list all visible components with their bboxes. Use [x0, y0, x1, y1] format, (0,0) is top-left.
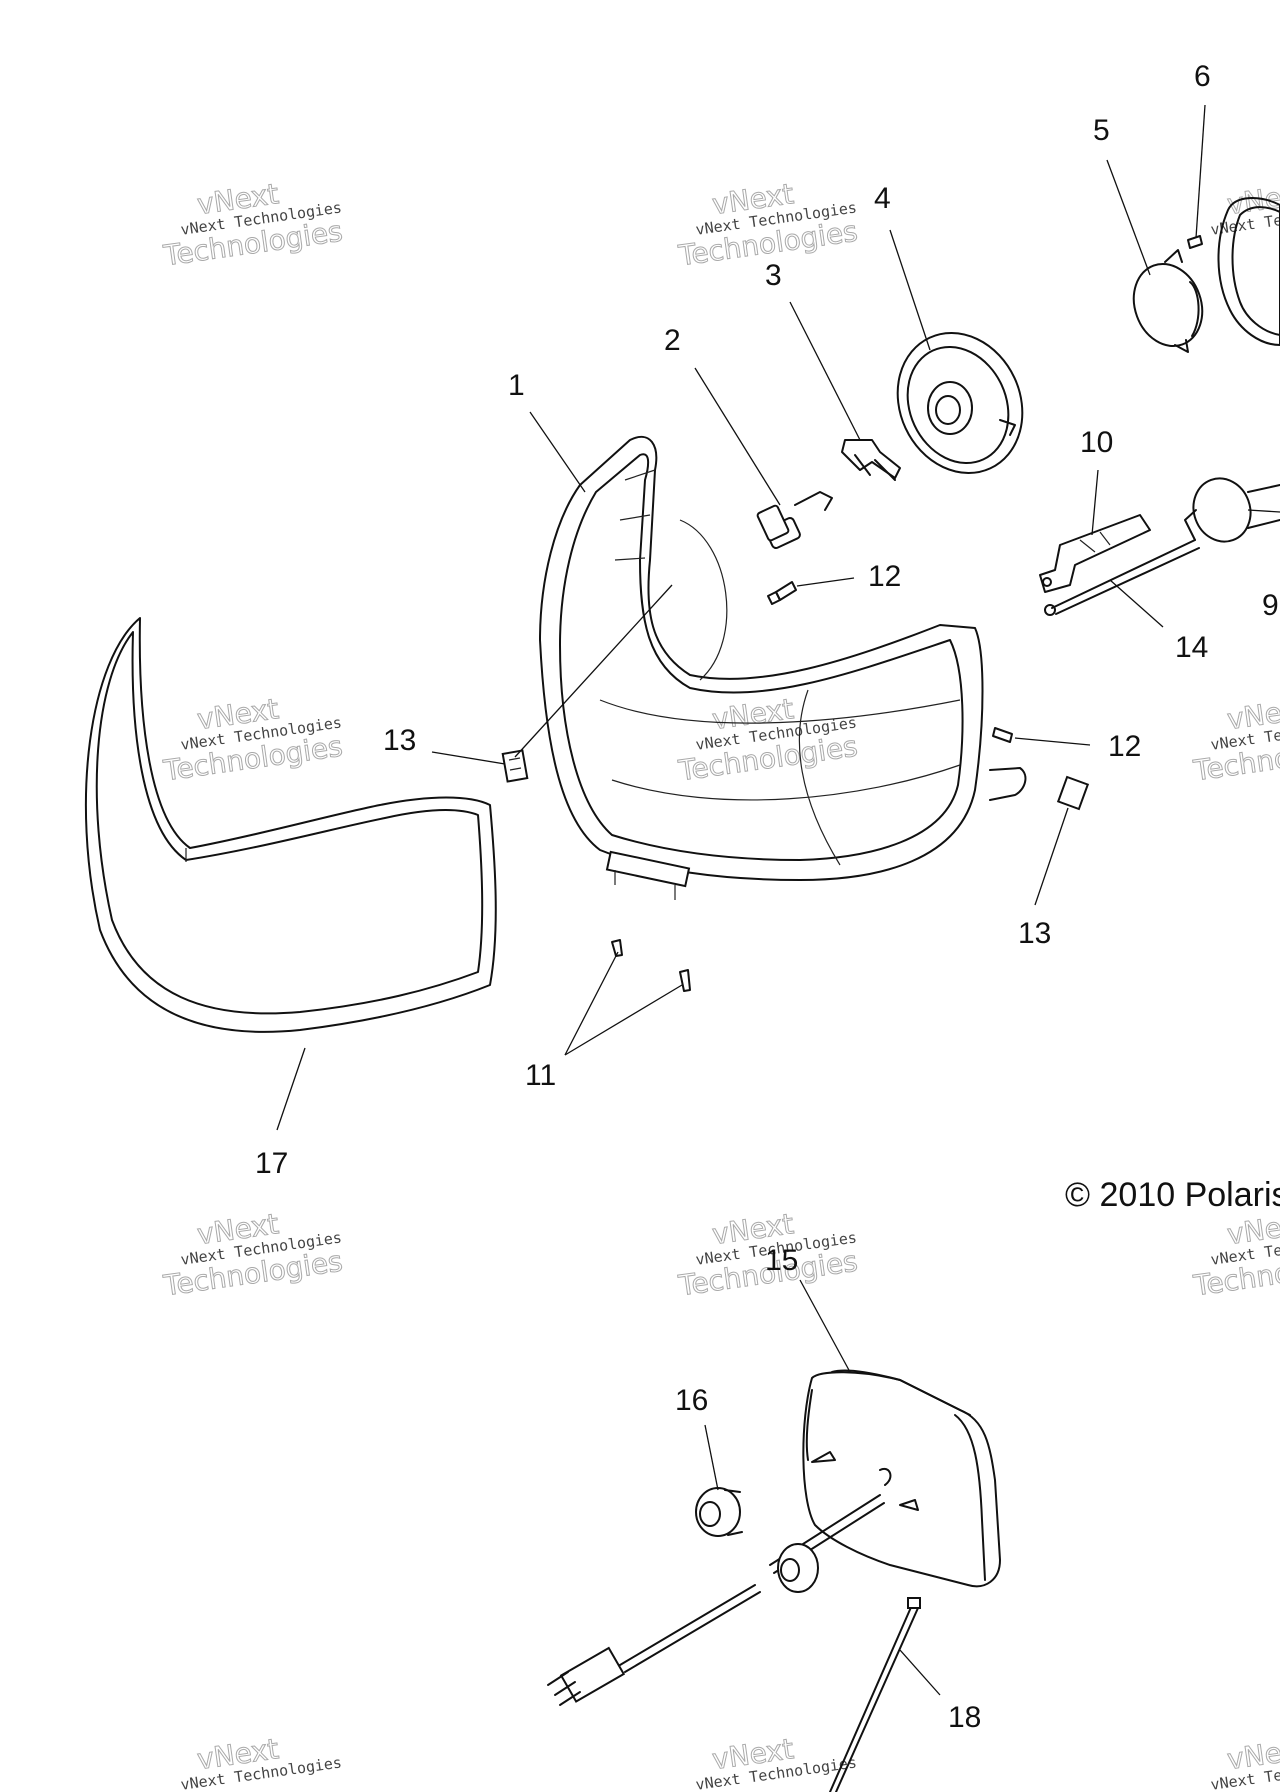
aux-lamp-part-5 [1132, 249, 1204, 353]
screw-part-12-upper [767, 581, 797, 605]
callout-10: 10 [1080, 426, 1113, 459]
callout-16: 16 [675, 1384, 708, 1417]
clip-part-13-left [501, 749, 529, 783]
watermark-mid-left: vNext vNext Technologies Technologies [160, 692, 345, 788]
screw-part-12-lower [992, 727, 1013, 743]
cable-tie-part-18 [829, 1597, 921, 1792]
watermark-low-left: vNext vNext Technologies Technologies [160, 1207, 345, 1303]
tail-lamp-part-15 [802, 1369, 1002, 1588]
watermark-mid-center: vNext vNext Technologies Technologies [675, 692, 860, 788]
callout-11: 11 [525, 1059, 556, 1092]
gasket-seal-part-17 [84, 617, 497, 1033]
lamp-bezel-partial [1217, 197, 1280, 346]
callout-3: 3 [765, 259, 782, 292]
watermark-bottom-center: vNext vNext Technologies [694, 1732, 857, 1792]
spring-clip-part-3 [841, 439, 901, 481]
callout-12-upper: 12 [868, 560, 901, 593]
grommet-part-16 [695, 1487, 743, 1537]
leader-lines [276, 104, 1280, 1696]
watermark-top-left: vNext vNext Technologies Technologies [160, 177, 345, 273]
callout-12-lower: 12 [1108, 730, 1141, 763]
pin-part-11-b [679, 969, 691, 992]
bulb-part-2 [756, 491, 833, 549]
callout-13-right: 13 [1018, 917, 1051, 950]
callout-13-left: 13 [383, 724, 416, 757]
callout-15: 15 [765, 1244, 798, 1277]
callout-labels: 1 2 3 4 5 6 9 10 12 12 13 13 14 11 17 15… [255, 60, 1279, 1734]
callout-18: 18 [948, 1701, 981, 1734]
bracket-part-10 [1039, 514, 1151, 593]
reflector-part-4 [896, 331, 1024, 475]
callout-6: 6 [1194, 60, 1211, 93]
watermark-low-right: vNext vNext Technologies Technologies [1190, 1207, 1280, 1303]
watermark-mid-right: vNext vNext Technologies Technologies [1190, 692, 1280, 788]
callout-17: 17 [255, 1147, 288, 1180]
headlight-housing-part-1 [539, 435, 1027, 900]
callout-5: 5 [1093, 114, 1110, 147]
callout-14: 14 [1175, 631, 1208, 664]
watermark-top-right: vNext vNext Technologies [1209, 177, 1280, 239]
callout-2: 2 [664, 324, 681, 357]
wire-harness [547, 1467, 892, 1706]
clip-part-13-right [1056, 775, 1090, 811]
adjuster-knob-part-9 [1184, 477, 1280, 543]
callout-1: 1 [508, 369, 525, 402]
watermark-top-center: vNext vNext Technologies Technologies [675, 177, 860, 273]
watermark-bottom-left: vNext vNext Technologies [179, 1732, 342, 1792]
callout-4: 4 [874, 182, 891, 215]
watermark-bottom-right: vNext vNext Technologies [1209, 1732, 1280, 1792]
screw-part-6 [1187, 235, 1203, 249]
pin-part-11-a [611, 939, 623, 957]
adjuster-rod-part-14 [1044, 539, 1200, 616]
copyright-text: © 2010 Polaris [1065, 1176, 1280, 1214]
callout-9: 9 [1262, 589, 1279, 622]
